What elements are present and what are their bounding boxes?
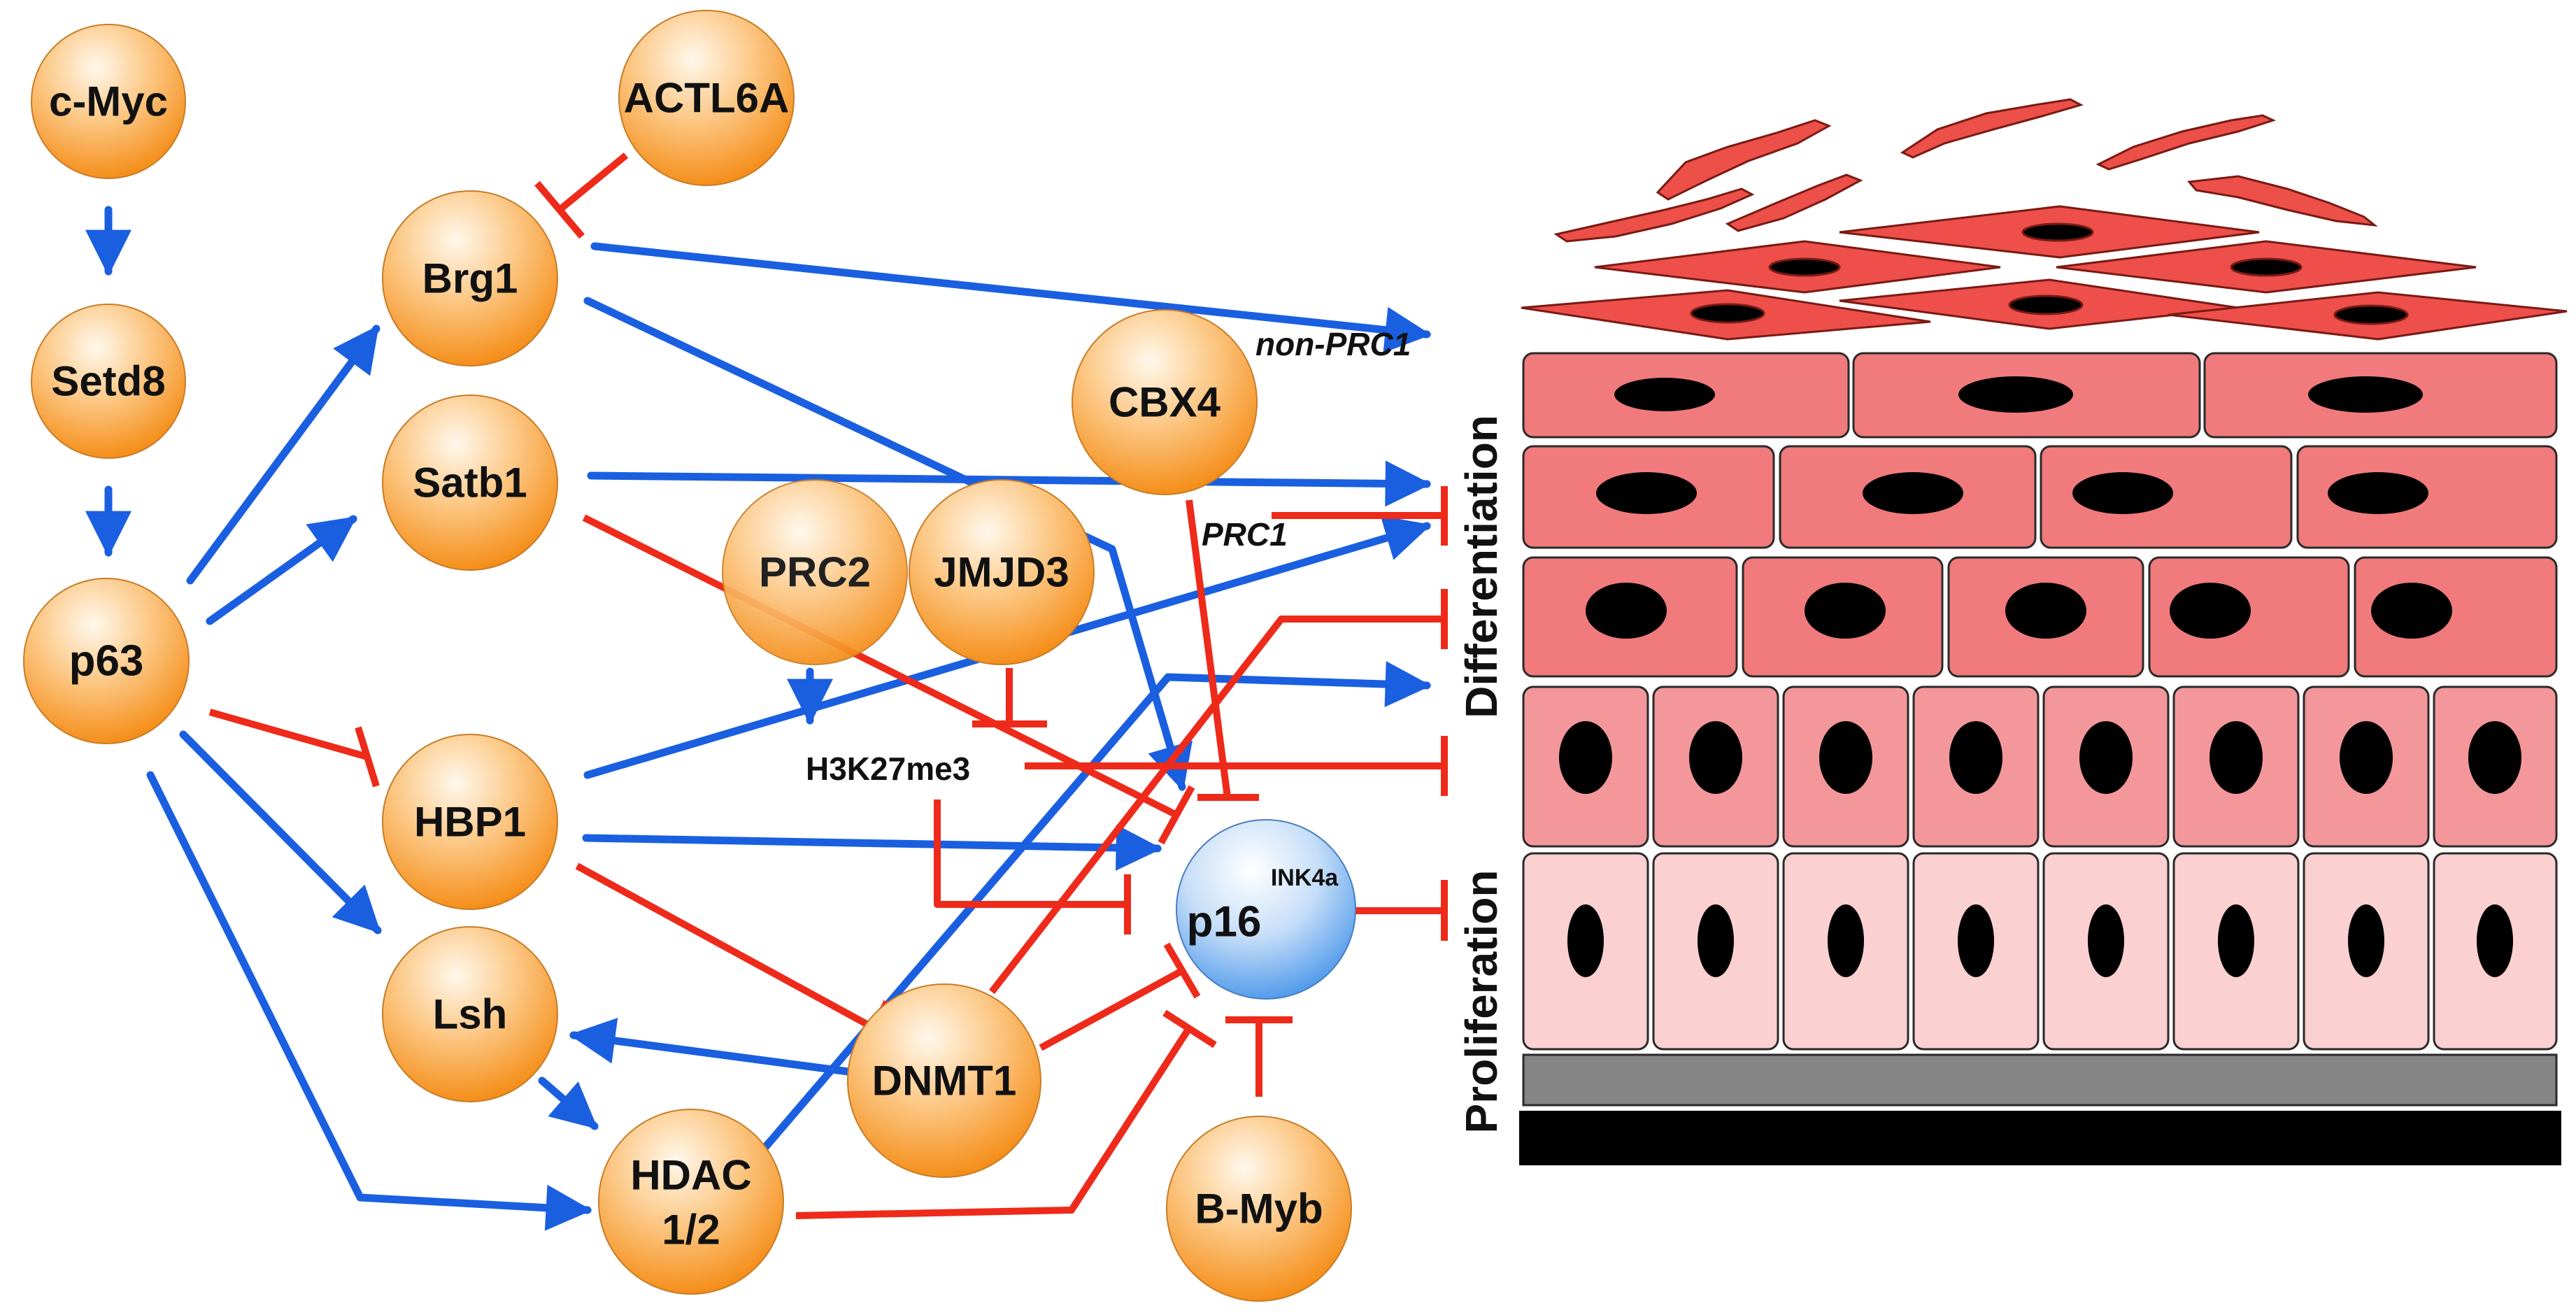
inhibit-dnmt1-differentiation xyxy=(989,589,1448,995)
inhibition-lines xyxy=(208,152,1448,1219)
node-hbp1: HBP1 xyxy=(382,734,558,910)
svg-text:PRC2: PRC2 xyxy=(759,549,871,596)
spinous-row-1 xyxy=(1522,352,2558,439)
inhibit-bmyb-p16 xyxy=(1225,1016,1293,1097)
svg-text:p16: p16 xyxy=(1187,898,1262,946)
non-prc1-label: non-PRC1 xyxy=(1255,326,1411,362)
inhibit-dnmt1-p16 xyxy=(1039,942,1201,1051)
inhibit-jmjd3-h3k27me3 xyxy=(972,668,1047,727)
svg-text:DNMT1: DNMT1 xyxy=(872,1058,1017,1104)
svg-text:ACTL6A: ACTL6A xyxy=(624,75,790,122)
svg-text:Satb1: Satb1 xyxy=(413,460,527,506)
svg-text:Brg1: Brg1 xyxy=(422,255,518,302)
arrow-hdac-differentiation xyxy=(758,661,1432,1155)
epidermis-illustration xyxy=(1519,98,2568,1165)
node-bmyb: B-Myb xyxy=(1166,1116,1352,1302)
node-jmjd3: JMJD3 xyxy=(909,479,1095,665)
node-p63: p63 xyxy=(23,578,190,744)
arrow-lsh-hdac xyxy=(538,1076,599,1130)
spinous-row-4 xyxy=(1522,685,2558,848)
corneum-flakes xyxy=(1553,98,2378,243)
svg-text:B-Myb: B-Myb xyxy=(1195,1186,1323,1232)
basal-layer xyxy=(1522,852,2558,1051)
node-dnmt1: DNMT1 xyxy=(847,983,1041,1178)
node-brg1: Brg1 xyxy=(382,190,558,367)
svg-text:HBP1: HBP1 xyxy=(414,799,526,846)
node-satb1: Satb1 xyxy=(382,395,558,571)
inhibit-hbp1-dnmt1 xyxy=(575,862,890,1057)
arrow-dnmt1-lsh xyxy=(569,1018,858,1076)
spinous-row-2 xyxy=(1522,445,2558,549)
granular-layer xyxy=(1521,205,2568,341)
node-cbx4: CBX4 xyxy=(1072,309,1258,495)
inhibit-h3k27me3-differentiation xyxy=(1025,736,1448,796)
svg-text:JMJD3: JMJD3 xyxy=(934,549,1069,596)
inhibit-actl6a-brg1 xyxy=(534,152,629,239)
node-p16: p16 INK4a xyxy=(1176,819,1356,1000)
svg-text:1/2: 1/2 xyxy=(662,1207,720,1253)
arrow-p63-lsh xyxy=(179,730,382,934)
arrow-brg1-p16 xyxy=(583,297,1193,792)
node-cmyc: c-Myc xyxy=(31,24,186,179)
arrow-p63-hdac xyxy=(146,771,592,1231)
svg-text:INK4a: INK4a xyxy=(1271,865,1339,891)
node-hdac: HDAC 1/2 xyxy=(598,1109,784,1295)
inhibit-p63-hbp1 xyxy=(208,709,380,788)
svg-text:HDAC: HDAC xyxy=(630,1152,751,1199)
prc1-label: PRC1 xyxy=(1202,516,1288,553)
differentiation-label: Differentiation xyxy=(1456,415,1507,718)
svg-text:Lsh: Lsh xyxy=(433,991,508,1038)
inhibit-hdac-p16 xyxy=(795,1009,1217,1219)
inhibit-cbx4-differentiation xyxy=(1272,486,1448,546)
inhibit-p16-proliferation xyxy=(1350,880,1448,941)
node-prc2: PRC2 xyxy=(722,479,908,665)
arrow-hbp1-p16 xyxy=(582,824,1162,871)
dermis-bar xyxy=(1519,1111,2561,1165)
svg-text:p63: p63 xyxy=(69,637,144,685)
svg-text:c-Myc: c-Myc xyxy=(49,78,168,125)
inhibit-cbx4-p16 xyxy=(1186,499,1259,801)
arrow-p63-brg1 xyxy=(186,325,380,585)
h3k27me3-label: H3K27me3 xyxy=(806,751,970,787)
proliferation-label: Proliferation xyxy=(1456,870,1507,1134)
svg-text:CBX4: CBX4 xyxy=(1109,379,1221,426)
node-lsh: Lsh xyxy=(382,926,558,1102)
basement-membrane xyxy=(1522,1053,2558,1107)
spinous-row-3 xyxy=(1522,556,2558,678)
arrow-brg1-differentiation xyxy=(590,242,1432,353)
node-actl6a: ACTL6A xyxy=(618,10,795,186)
svg-text:Setd8: Setd8 xyxy=(51,358,165,405)
node-setd8: Setd8 xyxy=(31,304,186,459)
arrow-p63-satb1 xyxy=(206,515,357,625)
